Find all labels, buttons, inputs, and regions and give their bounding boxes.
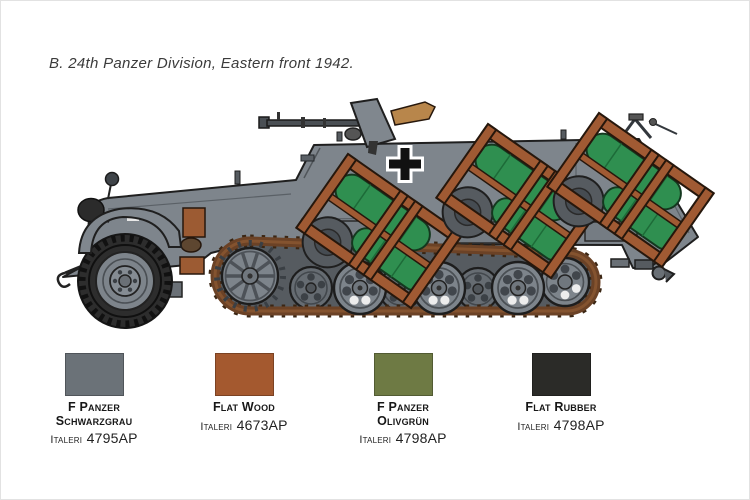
paint-color-chip (531, 353, 591, 396)
gun-shield (349, 97, 397, 149)
paint-code: Italeri 4798AP (359, 430, 447, 446)
tow-hitch-rear (610, 257, 676, 283)
paint-swatch-flat-rubber: Flat Rubber Italeri 4798AP (486, 353, 636, 435)
paint-color-chip (64, 353, 124, 396)
balkenkreuz-marking (386, 145, 424, 183)
machine-gun (258, 97, 437, 155)
paint-swatch-panzer-olivgruen: F Panzer Olivgrün Italeri 4798AP (328, 353, 478, 448)
paint-name: F Panzer Olivgrün (376, 400, 430, 428)
paint-code: Italeri 4798AP (517, 416, 605, 433)
front-wheel (77, 233, 173, 329)
paint-color-chip (373, 353, 433, 396)
road-wheel-back (288, 265, 334, 311)
scheme-title: B. 24th Panzer Division, Eastern front 1… (49, 55, 355, 72)
road-wheel (490, 260, 546, 316)
paint-swatch-panzer-schwarzgrau: F Panzer Schwarzgrau Italeri 4795AP (19, 353, 169, 448)
paint-code: Italeri 4673AP (200, 416, 288, 433)
paint-code: Italeri 4795AP (50, 430, 138, 446)
mirror (104, 171, 120, 200)
paint-name: Flat Wood (212, 400, 276, 414)
paint-name: Flat Rubber (525, 400, 597, 414)
gun-stock (390, 101, 437, 126)
paint-swatch-flat-wood: Flat Wood Italeri 4673AP (169, 353, 319, 435)
paint-name: F Panzer Schwarzgrau (55, 400, 133, 428)
front-fender (77, 207, 183, 254)
paint-color-chip (214, 353, 274, 396)
